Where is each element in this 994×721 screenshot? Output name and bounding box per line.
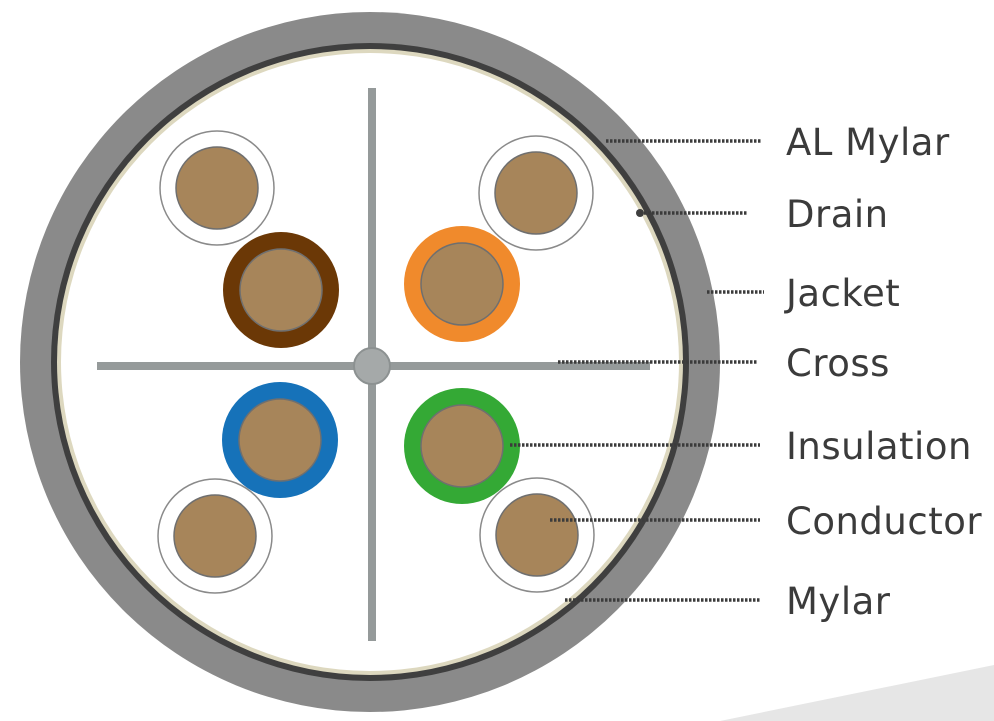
conductor [238, 398, 322, 482]
background-shadow-wedge [720, 665, 994, 721]
conductor [173, 494, 257, 578]
label-drain: Drain [786, 193, 889, 236]
pair-top-left [159, 130, 339, 348]
pair-top-right [404, 135, 594, 342]
label-al-mylar: AL Mylar [786, 121, 950, 164]
conductor [420, 404, 504, 488]
pair-bottom-left [157, 382, 338, 594]
label-mylar: Mylar [786, 580, 891, 623]
label-conductor: Conductor [786, 500, 982, 543]
label-jacket: Jacket [784, 272, 900, 315]
cross-center-hub [353, 347, 391, 385]
pair-bottom-right [404, 388, 595, 593]
conductor [495, 493, 579, 577]
conductor [239, 248, 323, 332]
conductor [175, 146, 259, 230]
label-cross: Cross [786, 342, 890, 385]
conductor [420, 242, 504, 326]
label-insulation: Insulation [786, 425, 972, 468]
conductor [494, 151, 578, 235]
